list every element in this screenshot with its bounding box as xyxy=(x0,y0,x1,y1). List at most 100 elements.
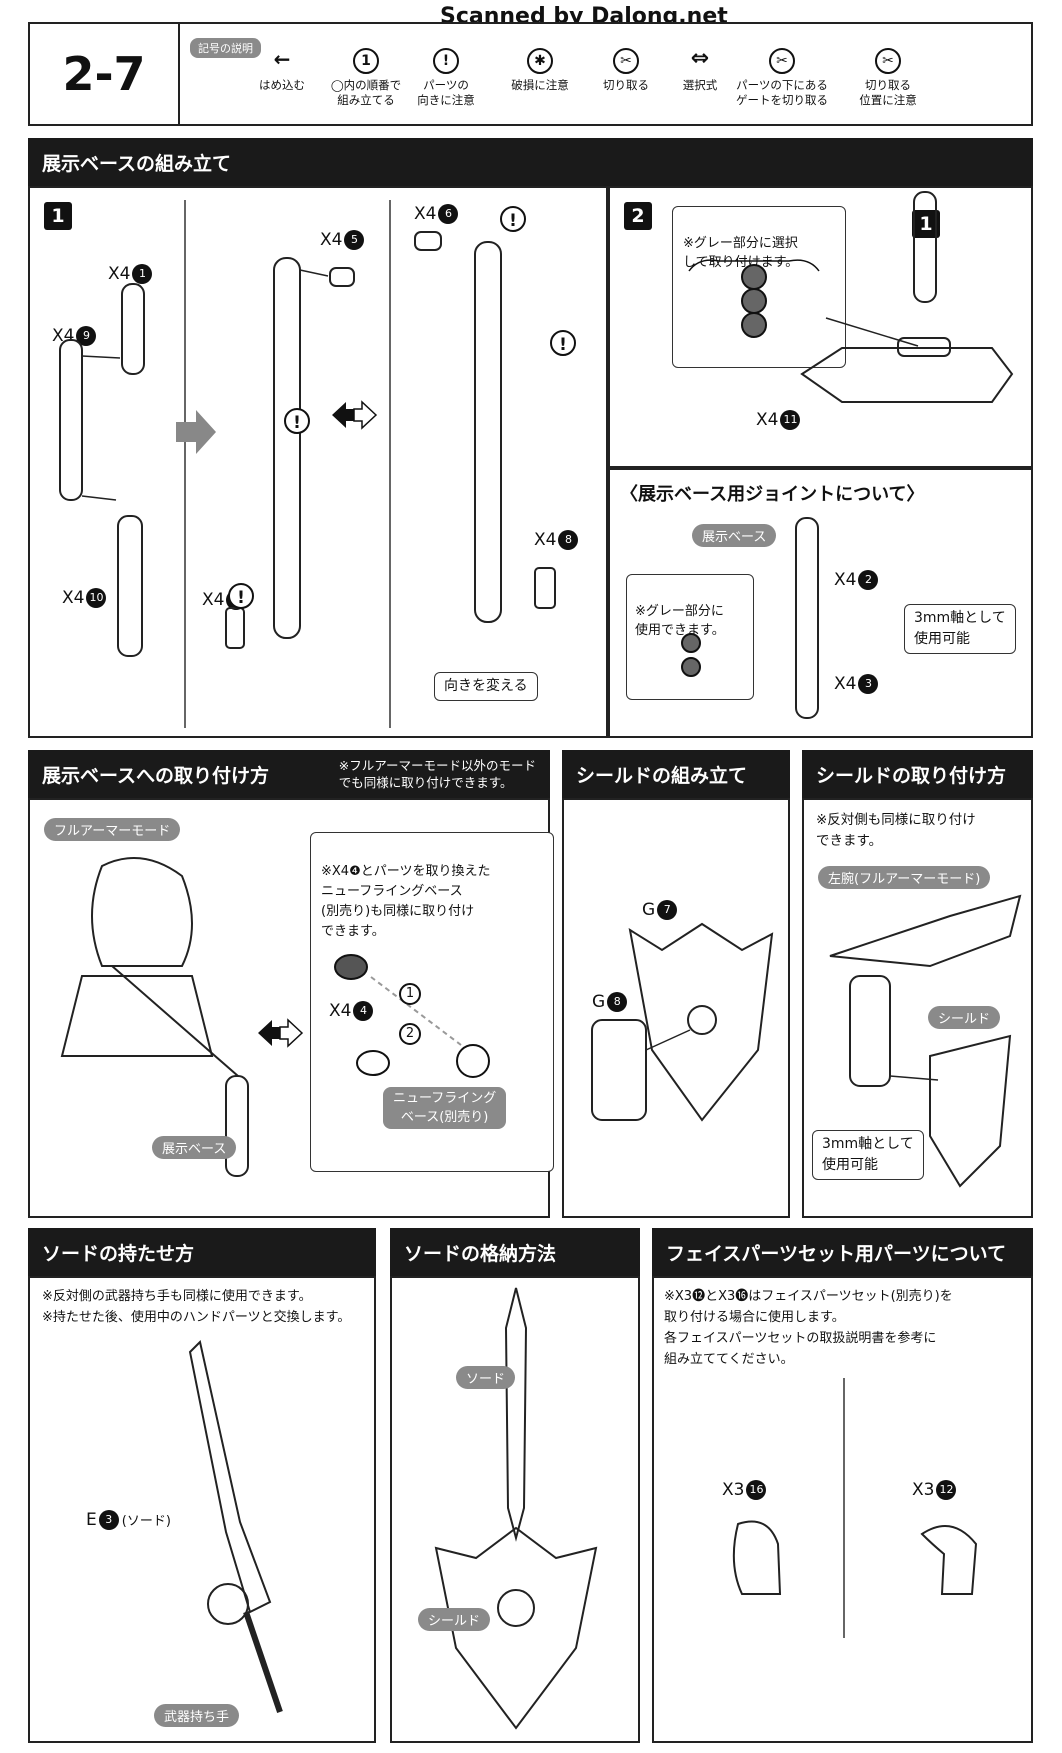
joint-inset: ※グレー部分に 使用できます。 xyxy=(626,574,754,700)
weapon-hand-pill: 武器持ち手 xyxy=(154,1704,240,1727)
sword-hold-header: ソードの持たせ方 xyxy=(28,1228,376,1276)
joint-note: ※グレー部分に 使用できます。 xyxy=(635,604,725,638)
sword-illustration xyxy=(188,1340,283,1713)
flying-base-inset: ※X4❹とパーツを取り換えた ニューフライングベース (別売り)も同様に取り付け… xyxy=(310,832,554,1172)
legend-label: パーツの下にある ゲートを切り取る xyxy=(736,78,828,107)
shield-3mm-callout: 3mm軸として 使用可能 xyxy=(812,1130,924,1180)
break-warning-icon: ✱ xyxy=(527,48,553,74)
adapter-swap-illustration xyxy=(334,954,490,1078)
right-assembly-illustration xyxy=(414,231,556,623)
shield-pill-store: シールド xyxy=(418,1608,491,1631)
mount-header: 展示ベースへの取り付け方 ※フルアーマーモード以外のモード でも同様に取り付けで… xyxy=(28,750,550,798)
step1-dividers xyxy=(184,200,391,728)
step2-inset: ※グレー部分に選択 して取り付けます。 xyxy=(672,206,846,368)
joint-panel: 〈展示ベース用ジョイントについて〉 展示ベース ※グレー部分に 使用できます。 … xyxy=(608,468,1033,738)
face-parts-header: フェイスパーツセット用パーツについて xyxy=(652,1228,1033,1276)
select-arrow-icon: ⇔ xyxy=(690,46,710,71)
full-armor-mode-pill: フルアーマーモード xyxy=(44,818,181,841)
legend-label: 切り取る 位置に注意 xyxy=(859,78,917,107)
gray-slots-illustration xyxy=(688,259,820,338)
display-base-illustration xyxy=(800,191,1014,403)
select-arrow-icon-step1 xyxy=(332,400,378,430)
legend-label: ◯内の順番で 組み立てる xyxy=(330,78,402,107)
sword-store-header: ソードの格納方法 xyxy=(390,1228,640,1276)
arm-shield-illustration xyxy=(829,894,1022,1188)
select-arrow-icon-mount xyxy=(258,1018,304,1048)
legend-item: ✱ 破損に注意 xyxy=(480,48,600,93)
step-circle-2: 2 xyxy=(399,1023,421,1045)
sword-store-panel: ソード シールド xyxy=(390,1276,640,1743)
legend-label: 破損に注意 xyxy=(511,78,569,92)
left-arm-pill: 左腕(フルアーマーモード) xyxy=(818,866,991,889)
legend-title: 記号の説明 xyxy=(190,38,261,58)
legend-label: はめ込む xyxy=(259,78,305,92)
joint-gray-illustration xyxy=(681,633,701,677)
mount-panel: フルアーマーモード 展示ベース ※X4❹とパーツを取り換えた ニューフライングベ… xyxy=(28,798,554,1218)
middle-assembly-illustration xyxy=(225,257,355,649)
exclamation-icon: ! xyxy=(433,48,459,74)
step-id: 2-7 xyxy=(30,24,180,124)
shield-parts-illustration xyxy=(591,922,774,1122)
legend-item: ← はめ込む xyxy=(222,48,342,93)
arrow-right-icon xyxy=(176,410,216,454)
face-part-12-illustration xyxy=(920,1525,978,1595)
warning-icon-right-1: ! xyxy=(500,206,526,232)
legend-item: ✂ パーツの下にある ゲートを切り取る xyxy=(722,48,842,108)
turn-around-callout: 向きを変える xyxy=(434,672,538,701)
legend-item: ⇔ 選択式 xyxy=(640,48,760,93)
mount-title: 展示ベースへの取り付け方 xyxy=(42,764,270,787)
display-base-pill-mount: 展示ベース xyxy=(152,1136,237,1159)
warning-icon-mid-2: ! xyxy=(228,583,254,609)
joint-column-illustration xyxy=(795,517,819,719)
joint-title: 〈展示ベース用ジョイントについて〉 xyxy=(620,484,925,505)
legend-label: 切り取る xyxy=(603,78,649,92)
shield-mount-panel: ※反対側も同様に取り付け できます。 左腕(フルアーマーモード) シールド 3m… xyxy=(802,798,1033,1218)
arrow-left-icon: ← xyxy=(273,47,291,71)
step2-number: 2 xyxy=(624,202,652,230)
shield-assembly-header: シールドの組み立て xyxy=(562,750,790,798)
cut-position-icon: ✂ xyxy=(875,48,901,74)
flying-base-note: ※X4❹とパーツを取り換えた ニューフライングベース (別売り)も同様に取り付け… xyxy=(321,864,491,939)
face-part-16-illustration xyxy=(732,1520,782,1595)
legend-item: 1◯内の順番で 組み立てる xyxy=(306,48,426,108)
display-base-pill: 展示ベース xyxy=(692,524,777,547)
mount-header-note: ※フルアーマーモード以外のモード でも同様に取り付けできます。 xyxy=(338,758,536,790)
legend-label: 選択式 xyxy=(682,78,718,92)
sword-store-illustration xyxy=(434,1287,598,1730)
face-parts-note: ※X3⓬とX3⓰はフェイスパーツセット(別売り)を 取り付ける場合に使用します。… xyxy=(664,1289,953,1367)
legend-label: パーツの 向きに注意 xyxy=(417,78,475,107)
shield-mount-header: シールドの取り付け方 xyxy=(802,750,1033,798)
step1-number: 1 xyxy=(44,202,72,230)
figure-illustration xyxy=(60,857,249,1177)
legend-item: ✂ 切り取る 位置に注意 xyxy=(828,48,948,108)
cut-gate-icon: ✂ xyxy=(769,48,795,74)
shield-pill: シールド xyxy=(928,1006,1001,1029)
cut-icon: ✂ xyxy=(613,48,639,74)
warning-icon-mid-1: ! xyxy=(284,408,310,434)
step-circle-1: 1 xyxy=(399,983,421,1005)
shield-mount-note: ※反対側も同様に取り付け できます。 xyxy=(816,812,976,849)
parts-1-9-10-illustration xyxy=(59,283,145,657)
sword-hold-note: ※反対側の武器持ち手も同様に使用できます。 ※持たせた後、使用中のハンドパーツと… xyxy=(42,1289,351,1325)
legend-item: ! パーツの 向きに注意 xyxy=(386,48,506,108)
warning-icon-right-2: ! xyxy=(550,330,576,356)
base-assembly-header: 展示ベースの組み立て xyxy=(28,138,1033,186)
face-parts-panel: ※X3⓬とX3⓰はフェイスパーツセット(別売り)を 取り付ける場合に使用します。… xyxy=(652,1276,1033,1743)
sword-hold-panel: ※反対側の武器持ち手も同様に使用できます。 ※持たせた後、使用中のハンドパーツと… xyxy=(28,1276,376,1743)
